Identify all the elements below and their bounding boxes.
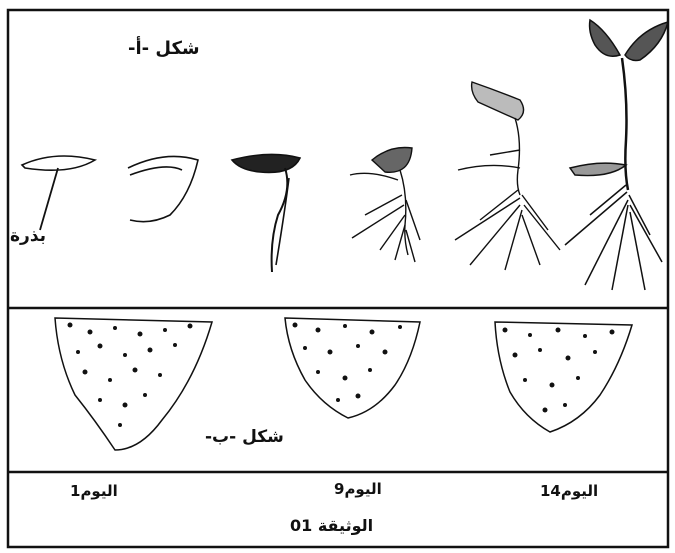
day-label-9: اليوم9 (334, 480, 382, 498)
seedling-stage-6 (565, 20, 668, 290)
cross-section-day-9 (285, 318, 420, 418)
seed-stage-1 (22, 156, 95, 230)
day-label-1: اليوم1 (70, 482, 118, 500)
cross-section-day-14 (495, 322, 632, 432)
outer-border (8, 10, 668, 547)
seedling-stage-3 (232, 154, 300, 272)
figure-a-label: شكل -أ- (128, 38, 200, 59)
cross-section-day-1 (55, 318, 212, 450)
seed-label: بذرة (10, 226, 46, 246)
day-label-14: اليوم14 (540, 482, 598, 500)
seedling-stage-2 (128, 156, 198, 221)
document-title: الوثيقة 01 (290, 516, 373, 535)
seedling-stage-5 (455, 82, 560, 270)
seedling-stage-4 (350, 148, 420, 263)
figure-b-label: شكل -ب- (205, 427, 284, 447)
